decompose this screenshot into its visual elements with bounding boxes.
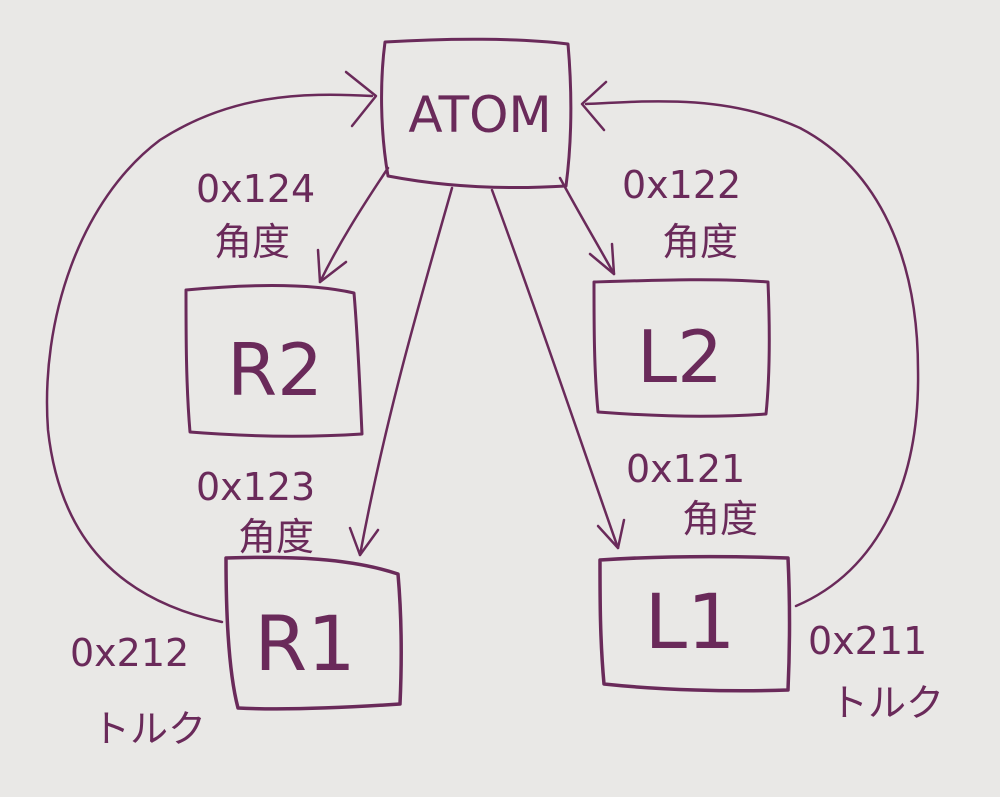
r2-box	[184, 284, 364, 438]
node-l2: L2	[592, 278, 771, 418]
atom-box	[380, 37, 573, 190]
anno-l1-atom: 0x211 トルク	[808, 619, 944, 725]
anno-atom-r1-id: 0x123	[196, 465, 315, 509]
anno-r1-atom: 0x212 トルク	[70, 631, 206, 751]
anno-l1-atom-kind: トルク	[830, 681, 944, 725]
anno-atom-l2-kind: 角度	[662, 220, 738, 264]
anno-atom-l2-id: 0x122	[622, 163, 741, 207]
anno-atom-r2-kind: 角度	[214, 220, 290, 264]
edge-r1-atom	[45, 70, 378, 624]
l1-label: L1	[645, 577, 736, 666]
node-l1: L1	[598, 554, 792, 693]
l1-box	[598, 554, 792, 693]
anno-atom-l1-kind: 角度	[682, 497, 758, 541]
atom-label: ATOM	[408, 86, 551, 144]
node-r2: R2	[184, 284, 364, 438]
edge-atom-l1	[490, 188, 626, 550]
edge-atom-r1	[348, 186, 454, 557]
anno-r1-atom-kind: トルク	[92, 707, 206, 751]
edge-atom-r2	[316, 166, 390, 284]
edge-l1-atom	[580, 80, 920, 608]
r1-box	[224, 555, 404, 711]
anno-atom-l1-id: 0x121	[626, 447, 745, 491]
r1-label: R1	[254, 599, 355, 688]
anno-r1-atom-id: 0x212	[70, 631, 189, 675]
node-atom: ATOM	[380, 37, 573, 190]
anno-atom-r2: 0x124 角度	[196, 167, 315, 264]
anno-atom-r2-id: 0x124	[196, 167, 315, 211]
edge-atom-l2	[558, 176, 616, 276]
node-r1: R1	[224, 555, 404, 711]
anno-atom-r1: 0x123 角度	[196, 465, 315, 559]
r2-label: R2	[227, 328, 323, 412]
anno-atom-r1-kind: 角度	[238, 515, 314, 559]
anno-atom-l1: 0x121 角度	[626, 447, 758, 541]
anno-atom-l2: 0x122 角度	[622, 163, 741, 264]
l2-label: L2	[637, 315, 723, 399]
l2-box	[592, 278, 771, 418]
anno-l1-atom-id: 0x211	[808, 619, 927, 663]
